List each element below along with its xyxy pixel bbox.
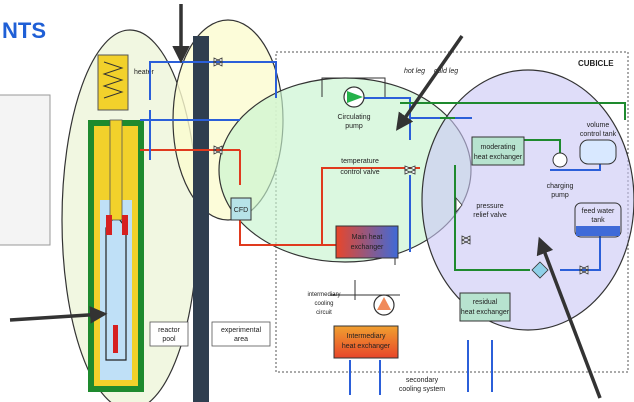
moderating-hx-label-line2: heat exchanger: [474, 154, 523, 161]
secondary-cooling-label-line1: secondary: [406, 377, 439, 384]
hot-leg-label: hot leg: [404, 68, 425, 75]
charging-pump-label-line1: charging: [547, 183, 574, 190]
temp-valve-label-line1: temperature: [341, 158, 379, 165]
intermediary-circuit-label-line2: cooling: [314, 301, 333, 307]
temp-valve-icon: [403, 165, 417, 175]
volume-tank-icon: [579, 139, 617, 165]
circulating-pump-label-line1: Circulating: [337, 114, 370, 121]
volume-tank-label-line2: control tank: [580, 131, 617, 138]
relief-valve-label-line1: pressure: [476, 203, 503, 210]
separating-wall: [193, 36, 209, 402]
reactor-pool-label-line1: reactor: [158, 327, 180, 334]
intermediary-circuit-label-line3: circuit: [316, 310, 332, 316]
valve-icon: [213, 57, 223, 67]
green-pipe-segment: [454, 165, 530, 271]
vessel-top-column: [109, 119, 123, 221]
main-hx-label-line2: exchanger: [351, 244, 384, 251]
cold-pipe-segment: [149, 61, 277, 100]
green-pipe-segment: [400, 102, 626, 120]
intermediary-pump-triangle: [377, 297, 391, 310]
moderating-hx-box: [471, 136, 525, 166]
circulating-pump-triangle: [347, 91, 363, 103]
hot-leg-piping: [140, 149, 420, 246]
control-rod-right: [122, 215, 128, 235]
feed-tank-label-line2: tank: [591, 217, 605, 224]
arrow-loop: [396, 35, 464, 131]
cubicle-label: CUBICLE: [578, 59, 614, 68]
feed-tank-water: [576, 226, 620, 236]
intermediary-hx-label-line1: Intermediary: [347, 333, 386, 340]
circulating-pump-label-line2: pump: [345, 123, 363, 130]
reactor-vessel: [88, 119, 144, 392]
hot-pipe-segment: [321, 167, 420, 245]
intermediary-hx-box: [333, 325, 399, 359]
heater-label: heater: [134, 69, 155, 76]
feed-tank-icon: [574, 202, 622, 238]
valve-icon: [579, 265, 589, 275]
volume-tank-label-line1: volume: [587, 122, 610, 129]
cold-leg-piping: [140, 61, 601, 395]
fuel-element: [113, 325, 118, 353]
relief-valve-icon: [455, 196, 463, 214]
cold-leg-label: cold leg: [434, 68, 458, 75]
moderating-hx-label-line1: moderating: [480, 144, 515, 151]
cubicle-highlight-ellipse: [421, 69, 634, 331]
charging-pump-icon: [552, 152, 568, 168]
charging-pump-label-line2: pump: [551, 192, 569, 199]
main-hx-label-line1: Main heat: [352, 234, 383, 241]
reactor-pool-label-line2: pool: [162, 336, 176, 343]
valve-icon: [213, 145, 223, 155]
arrow-cubicle: [536, 236, 602, 399]
annotation-arrows: [9, 4, 602, 399]
hot-pipe-segment: [239, 220, 336, 246]
cold-pipe-segment: [560, 235, 601, 271]
bypass-line: [321, 77, 386, 97]
left-panel-fragment: [0, 94, 51, 246]
arrow-reactor: [9, 306, 108, 324]
residual-hx-label-line1: residual: [473, 299, 498, 306]
residual-hx-box: [459, 292, 511, 322]
main-hx-box: [335, 225, 399, 259]
feed-tank-label-line1: feed water: [582, 208, 615, 215]
green-piping: [400, 102, 626, 271]
title-fragment: NTS: [2, 18, 46, 43]
control-rod-left: [106, 215, 112, 235]
residual-hx-label-line2: heat exchanger: [461, 309, 510, 316]
valve-icon: [461, 235, 471, 245]
intermediary-hx-label-line2: heat exchanger: [342, 343, 391, 350]
cfd-box: [230, 197, 252, 221]
experimental-area-box: [211, 321, 271, 347]
diamond-valve-icon: [531, 261, 549, 279]
heater-coil-icon: [102, 61, 124, 99]
cfd-label: CFD: [234, 207, 248, 214]
temp-valve-label-line2: control valve: [340, 169, 379, 176]
experimental-area-label-line1: experimental: [221, 327, 262, 334]
intermediary-circuit-label-line1: intermediary: [307, 292, 340, 298]
relief-valve-label-line2: relief valve: [473, 212, 507, 219]
experimental-area-label-line2: area: [234, 336, 248, 343]
secondary-cooling-label-line2: cooling system: [399, 386, 445, 393]
reactor-pool-box: [149, 321, 189, 347]
